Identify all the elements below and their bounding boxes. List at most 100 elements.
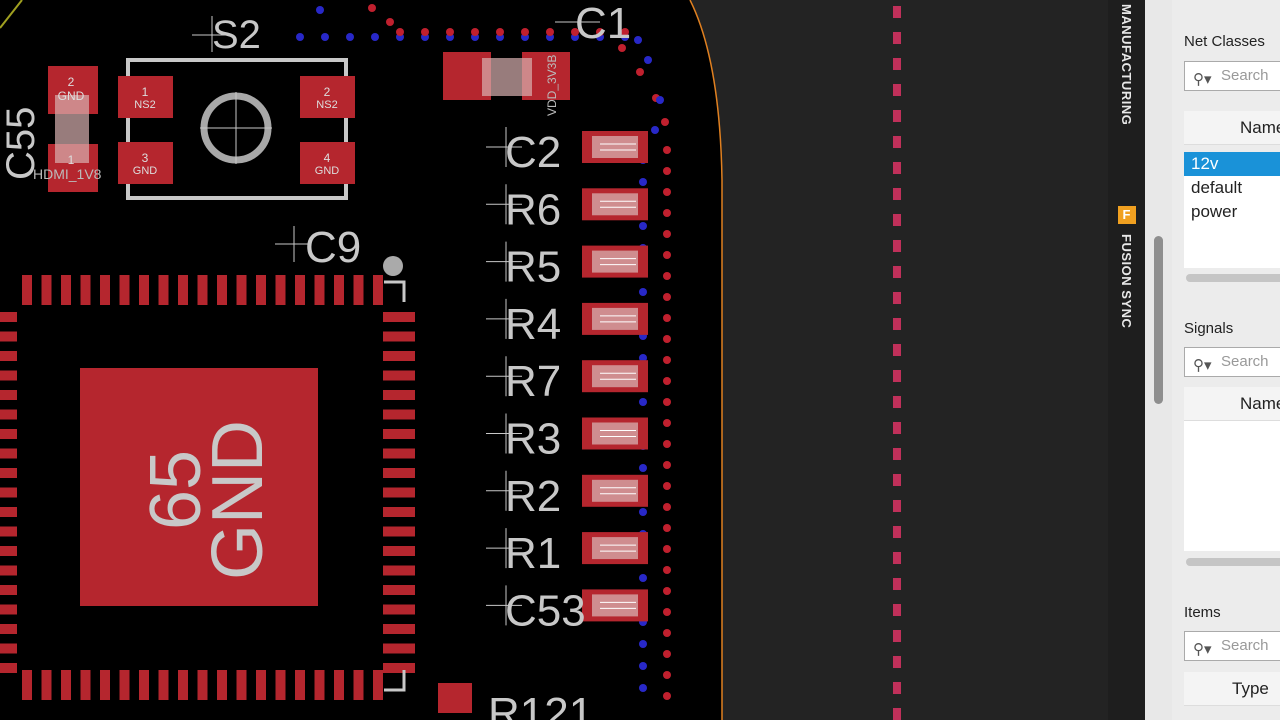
traces bbox=[296, 4, 671, 700]
resistor-body bbox=[592, 250, 638, 273]
trace-dot bbox=[639, 662, 647, 670]
chip-pin bbox=[275, 275, 286, 305]
chip-pin bbox=[0, 507, 17, 517]
signals-column-name[interactable]: Name bbox=[1184, 387, 1280, 421]
chip-pin bbox=[158, 670, 169, 700]
chip-pin bbox=[383, 351, 415, 361]
component-label: R1 bbox=[505, 529, 561, 578]
component-r1: R1 bbox=[486, 528, 648, 578]
chip-pin bbox=[314, 275, 325, 305]
dash-segment bbox=[893, 188, 901, 200]
panel-scrollbar[interactable] bbox=[1154, 236, 1163, 404]
items-title: Items bbox=[1184, 604, 1221, 621]
trace-dot bbox=[663, 629, 671, 637]
dash-segment bbox=[893, 240, 901, 252]
trace-dot bbox=[663, 524, 671, 532]
trace-dot bbox=[521, 28, 529, 36]
chip-pin bbox=[383, 624, 415, 634]
dash-segment bbox=[893, 552, 901, 564]
s2-pad bbox=[118, 76, 173, 118]
chip-pin bbox=[197, 275, 208, 305]
dash-segment bbox=[893, 656, 901, 668]
trace-dot bbox=[371, 33, 379, 41]
component-r2: R2 bbox=[486, 470, 648, 521]
dash-segment bbox=[893, 630, 901, 642]
trace-dot bbox=[656, 96, 664, 104]
trace-dot bbox=[321, 33, 329, 41]
chip-pin bbox=[0, 468, 17, 478]
chip-pin bbox=[383, 643, 415, 654]
side-tab-strip bbox=[1108, 0, 1145, 720]
trace-dot bbox=[386, 18, 394, 26]
dash-segment bbox=[893, 84, 901, 96]
net-classes-list: 12v default power bbox=[1184, 152, 1280, 268]
trace-dot bbox=[663, 650, 671, 658]
chip-pin bbox=[80, 275, 91, 305]
resistor-body bbox=[592, 365, 638, 388]
label-r121: R121 bbox=[488, 689, 593, 720]
chip-pin bbox=[275, 670, 286, 700]
signals-list bbox=[1184, 421, 1280, 551]
trace-dot bbox=[639, 398, 647, 406]
trace-dot bbox=[663, 209, 671, 217]
trace-dot bbox=[663, 545, 671, 553]
svg-text:1: 1 bbox=[68, 153, 75, 167]
pad-net: GND bbox=[315, 165, 340, 177]
list-item[interactable]: 12v bbox=[1184, 152, 1280, 176]
items-search[interactable]: ⚲▾Search bbox=[1184, 631, 1280, 661]
label-c1: C1 bbox=[575, 0, 631, 48]
chip-pin bbox=[383, 468, 415, 478]
chip-pin bbox=[0, 429, 17, 439]
net-classes-column-name[interactable]: Name bbox=[1184, 111, 1280, 145]
trace-dot bbox=[663, 503, 671, 511]
label-c9: C9 bbox=[305, 223, 361, 272]
chip-pin bbox=[0, 526, 17, 537]
trace-dot bbox=[471, 28, 479, 36]
trace-dot bbox=[663, 230, 671, 238]
chip-pin bbox=[383, 370, 415, 381]
chip-pin bbox=[61, 670, 71, 700]
trace-dot bbox=[639, 574, 647, 582]
net-classes-hscroll[interactable] bbox=[1186, 274, 1280, 282]
dash-segment bbox=[893, 526, 901, 538]
chip-pin bbox=[139, 670, 149, 700]
trace-dot bbox=[663, 335, 671, 343]
net-classes-search[interactable]: ⚲▾Search bbox=[1184, 61, 1280, 91]
chip-pin bbox=[41, 670, 52, 700]
trace-dot bbox=[663, 461, 671, 469]
signals-hscroll[interactable] bbox=[1186, 558, 1280, 566]
dash-segment bbox=[893, 162, 901, 174]
trace-dot bbox=[621, 28, 629, 36]
trace-dot bbox=[663, 314, 671, 322]
s2-pad bbox=[118, 142, 173, 184]
dash-segment bbox=[893, 136, 901, 148]
signals-search[interactable]: ⚲▾Search bbox=[1184, 347, 1280, 377]
chip-pin bbox=[119, 275, 130, 305]
trace-dot bbox=[663, 188, 671, 196]
trace-dot bbox=[571, 28, 579, 36]
trace-dot bbox=[639, 222, 647, 230]
dash-segment bbox=[893, 474, 901, 486]
tab-manufacturing[interactable]: MANUFACTURING bbox=[1119, 4, 1134, 126]
pad-net: GND bbox=[133, 165, 158, 177]
dash-segment bbox=[893, 6, 901, 18]
list-item[interactable]: default bbox=[1191, 178, 1243, 197]
list-item[interactable]: power bbox=[1191, 202, 1238, 221]
component-c2: C2 bbox=[486, 127, 648, 177]
component-r6: R6 bbox=[486, 184, 648, 234]
trace-dot bbox=[636, 68, 644, 76]
items-column-type[interactable]: Type bbox=[1184, 672, 1280, 706]
signals-title: Signals bbox=[1184, 320, 1234, 337]
chip-pin bbox=[158, 275, 169, 305]
chip-pin bbox=[22, 670, 32, 700]
chip-pin bbox=[373, 275, 383, 305]
chip-pin bbox=[119, 670, 130, 700]
trace-dot bbox=[296, 33, 304, 41]
dash-segment bbox=[893, 708, 901, 720]
chip-pin bbox=[383, 585, 415, 595]
component-label: R4 bbox=[505, 300, 561, 349]
trace-dot bbox=[396, 28, 404, 36]
trace-dot bbox=[639, 288, 647, 296]
